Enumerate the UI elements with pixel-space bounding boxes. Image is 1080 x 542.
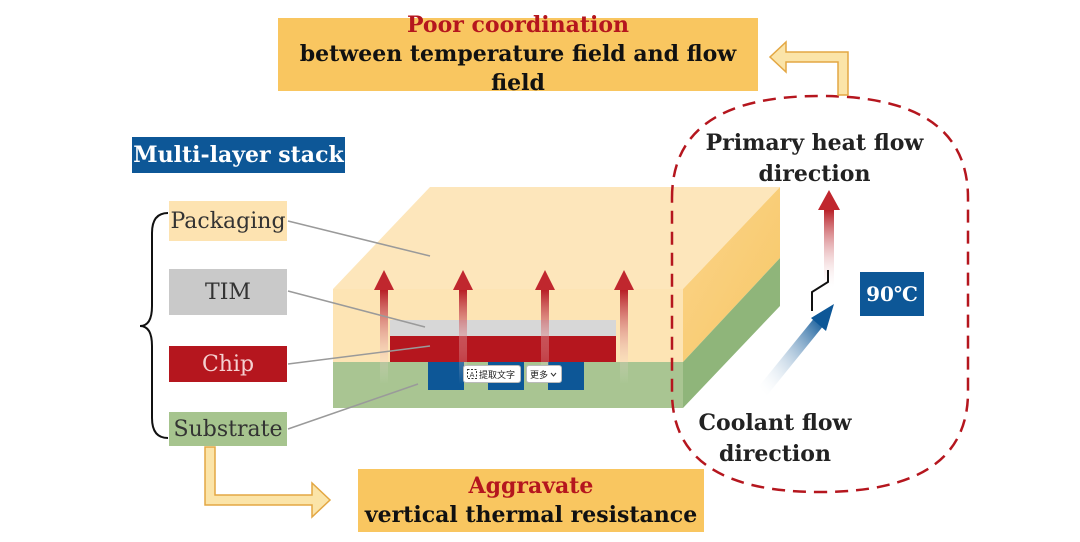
chevron-down-icon — [550, 372, 557, 377]
temperature-badge: 90℃ — [860, 272, 924, 316]
chip-layer — [390, 336, 616, 362]
extract-text-label: 提取文字 — [479, 370, 516, 381]
tim-layer — [390, 320, 616, 336]
coordination-callout-text: between temperature field and flow field — [299, 41, 737, 96]
layer-label-substrate: Substrate — [169, 412, 287, 446]
leader-line-substrate — [287, 383, 419, 430]
thermal-resistance-callout-text: vertical thermal resistance — [364, 501, 698, 528]
coolant-flow-label-line2: direction — [719, 441, 831, 467]
layer-label-chip: Chip — [169, 346, 287, 382]
coolant-turn-line — [811, 270, 829, 311]
heat-flow-label: Primary heat flow direction — [697, 128, 932, 190]
heat-arrow — [614, 270, 634, 384]
primary-heat-flow-arrow — [818, 190, 840, 288]
coolant-flow-label-line1: Coolant flow — [698, 410, 852, 436]
stack-title: Multi-layer stack — [132, 137, 345, 173]
leader-line-tim — [287, 290, 426, 328]
coordination-callout: Poor coordination between temperature fi… — [278, 12, 758, 96]
curved-arrow-to-bottom-box — [204, 446, 332, 519]
thermal-resistance-callout: Aggravate vertical thermal resistance — [358, 469, 704, 532]
micro-channel — [428, 362, 464, 390]
layer-brace — [139, 212, 169, 439]
layer-label-packaging: Packaging — [169, 201, 287, 241]
svg-text:A: A — [470, 371, 475, 379]
flow-region-outline — [670, 94, 970, 494]
heat-flow-label-line2: direction — [758, 161, 871, 187]
packaging-top-face — [333, 187, 780, 289]
heat-flow-label-line1: Primary heat flow — [705, 130, 924, 156]
curved-arrow-to-top-box — [768, 40, 849, 96]
heat-arrow — [453, 270, 473, 384]
layer-label-tim: TIM — [169, 269, 287, 315]
substrate-side-face — [683, 258, 780, 408]
heat-arrow — [374, 270, 394, 384]
coordination-callout-title: Poor coordination — [406, 12, 630, 38]
extract-text-button[interactable]: A 提取文字 — [463, 365, 521, 383]
leader-line-packaging — [287, 220, 431, 257]
packaging-side-face — [683, 187, 780, 362]
thermal-resistance-callout-title: Aggravate — [468, 472, 594, 499]
text-extract-icon: A — [467, 369, 477, 379]
leader-line-chip — [287, 345, 431, 365]
coolant-flow-label: Coolant flow direction — [690, 408, 860, 470]
coolant-flow-arrow — [757, 304, 834, 396]
more-button[interactable]: 更多 — [526, 365, 562, 383]
more-label: 更多 — [530, 370, 549, 381]
heat-arrow — [535, 270, 555, 384]
